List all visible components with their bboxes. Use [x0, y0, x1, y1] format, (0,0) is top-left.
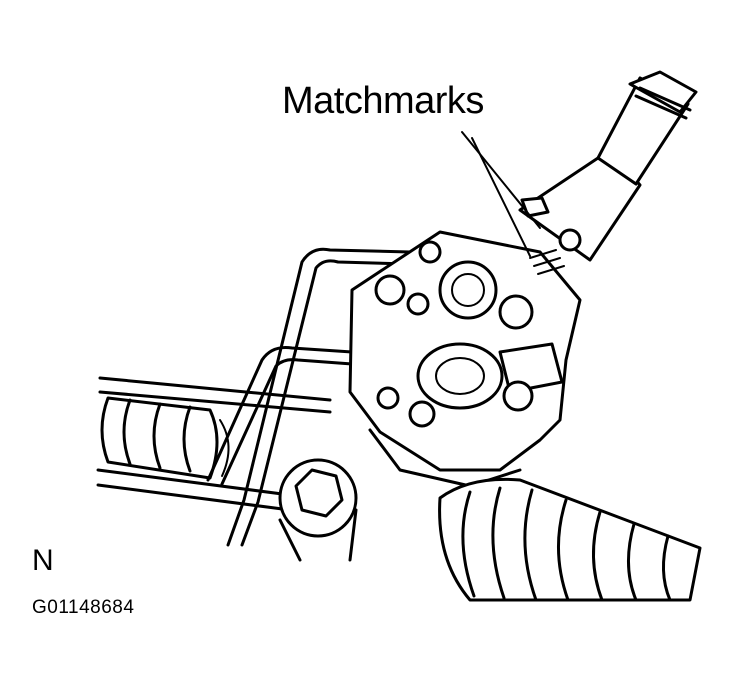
mounting-bolt — [278, 458, 358, 562]
leader-line-lower — [471, 137, 531, 257]
valve-stub — [498, 342, 564, 394]
view-letter: N — [32, 544, 54, 577]
matchmark-lines — [529, 249, 565, 275]
rack-boot — [438, 477, 702, 602]
bolt-head — [408, 400, 436, 428]
callout-leaders — [461, 131, 541, 257]
pinion-shaft — [518, 70, 698, 275]
valve-body — [348, 230, 582, 488]
bolt-hole — [498, 294, 534, 330]
control-valve — [416, 342, 504, 410]
leader-line-upper — [461, 131, 541, 229]
bolt-head — [376, 386, 400, 410]
hydraulic-pipes — [206, 247, 412, 547]
port-fitting-inner — [451, 273, 485, 307]
matchmark-bolt — [558, 228, 582, 252]
bolt-hole — [374, 274, 406, 306]
port-fitting — [438, 260, 498, 320]
bolt-hole — [406, 292, 430, 316]
callout-matchmarks: Matchmarks — [282, 80, 484, 122]
figure-id: G01148684 — [32, 597, 135, 618]
bolt-hole — [418, 240, 442, 264]
bolt-head — [502, 380, 534, 412]
